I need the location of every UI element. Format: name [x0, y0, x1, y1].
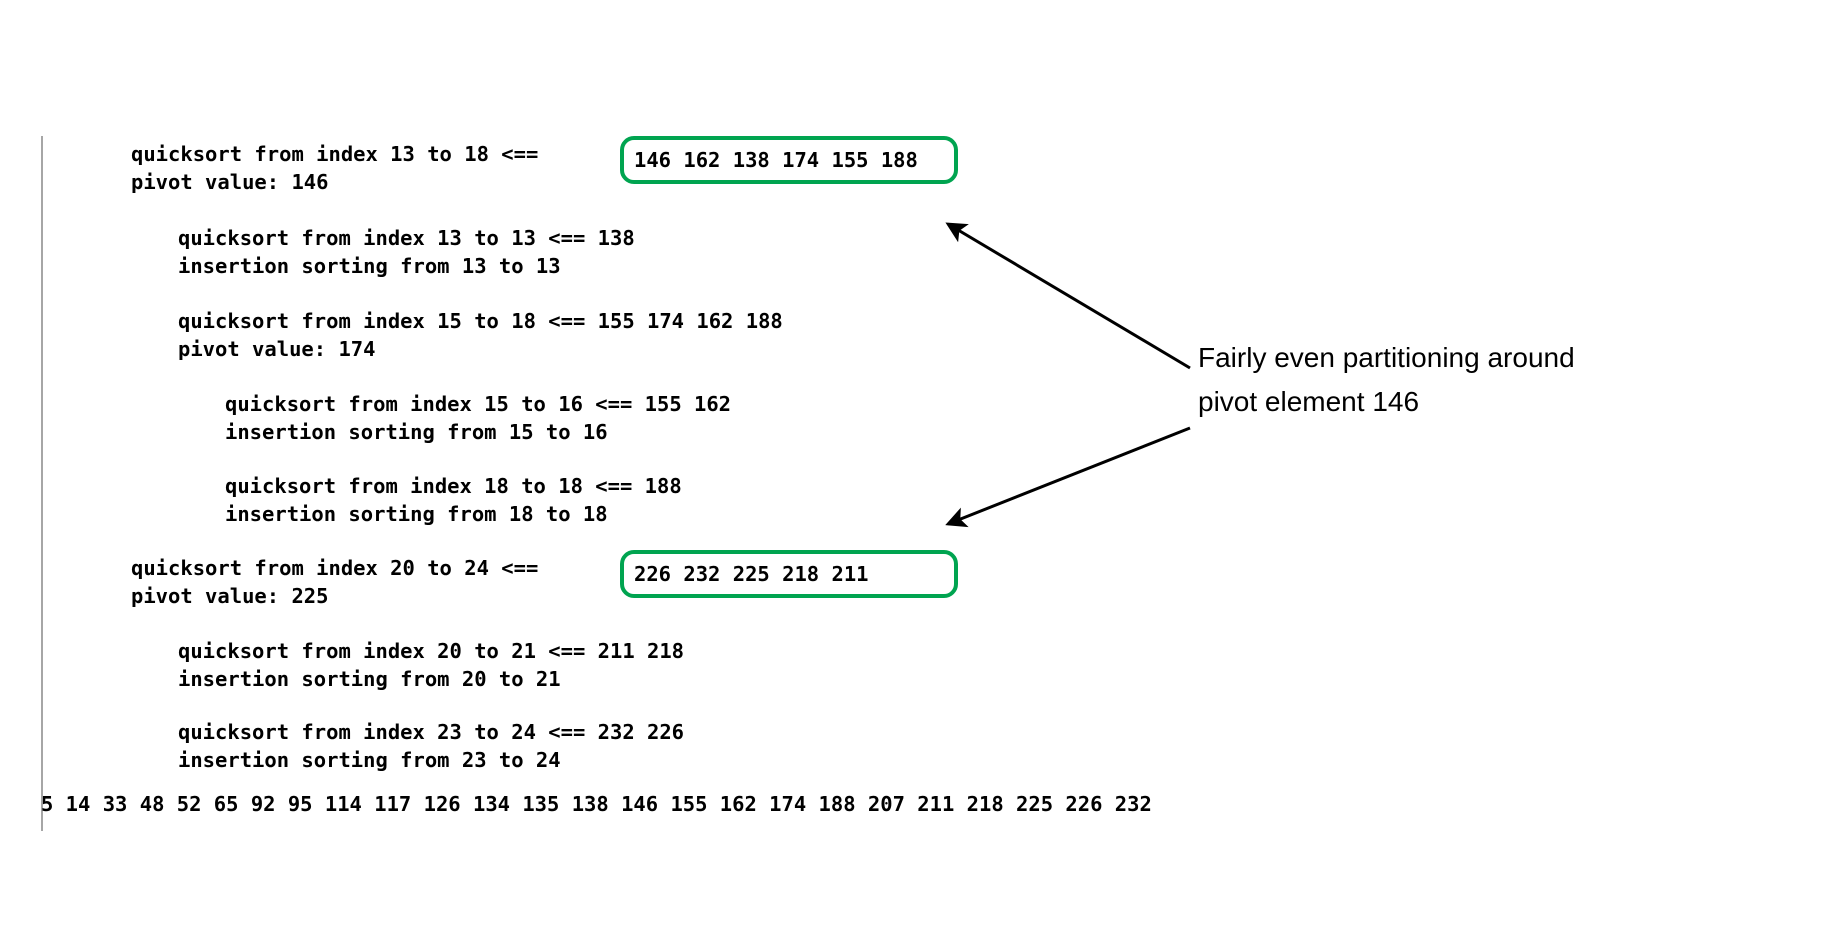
trace-line-l2: pivot value: 146 [131, 170, 329, 194]
highlight-box-partition-225-text: 226 232 225 218 211 [634, 562, 869, 586]
arrow-lower-icon [945, 426, 1191, 528]
trace-line-l9: quicksort from index 18 to 18 <== 188 [225, 474, 682, 498]
trace-line-l1: quicksort from index 13 to 18 <== [131, 142, 539, 166]
trace-line-l7: quicksort from index 15 to 16 <== 155 16… [225, 392, 732, 416]
trace-line-l13: quicksort from index 20 to 21 <== 211 21… [178, 639, 685, 663]
final-sorted-array: 5 14 33 48 52 65 92 95 114 117 126 134 1… [41, 792, 1152, 816]
trace-line-l15: quicksort from index 23 to 24 <== 232 22… [178, 720, 685, 744]
trace-line-l5: quicksort from index 15 to 18 <== 155 17… [178, 309, 783, 333]
trace-line-l10: insertion sorting from 18 to 18 [225, 502, 608, 526]
trace-line-l11: quicksort from index 20 to 24 <== [131, 556, 539, 580]
trace-line-l3: quicksort from index 13 to 13 <== 138 [178, 226, 635, 250]
trace-line-l12: pivot value: 225 [131, 584, 329, 608]
trace-line-l6: pivot value: 174 [178, 337, 376, 361]
trace-line-l8: insertion sorting from 15 to 16 [225, 420, 608, 444]
annotation-line-1: Fairly even partitioning around [1198, 342, 1575, 373]
highlight-box-partition-146-text: 146 162 138 174 155 188 [634, 148, 918, 172]
trace-line-l16: insertion sorting from 23 to 24 [178, 748, 561, 772]
annotation-callout: Fairly even partitioning around pivot el… [1198, 336, 1718, 424]
trace-line-l14: insertion sorting from 20 to 21 [178, 667, 561, 691]
highlight-box-partition-225: 226 232 225 218 211 [620, 550, 958, 598]
arrow-upper-icon [945, 222, 1191, 370]
highlight-box-partition-146: 146 162 138 174 155 188 [620, 136, 958, 184]
annotation-line-2: pivot element 146 [1198, 386, 1420, 417]
left-margin-rule [41, 136, 43, 831]
trace-line-l4: insertion sorting from 13 to 13 [178, 254, 561, 278]
